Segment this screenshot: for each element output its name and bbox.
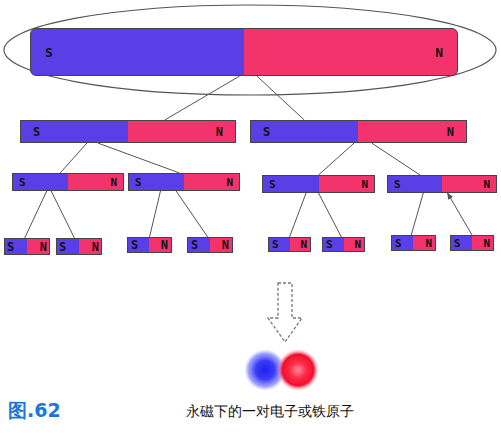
bar-magnet: SN: [12, 173, 124, 191]
down-arrow: [268, 283, 302, 342]
pole-letter: S: [394, 179, 401, 190]
bar-magnet: SN: [387, 175, 497, 193]
split-line: [25, 191, 47, 238]
bar-magnet: SN: [268, 237, 311, 252]
bar-magnet: SN: [20, 120, 236, 143]
pole-letter: N: [354, 239, 361, 250]
split-line: [60, 143, 87, 173]
split-line: [319, 143, 355, 175]
bar-magnet: SN: [56, 238, 102, 255]
bar-magnet: SN: [391, 235, 436, 251]
pole-letter: N: [483, 179, 490, 190]
pole-letter: S: [395, 238, 402, 249]
bar-magnet: SN: [450, 235, 494, 251]
pole-letter: S: [272, 239, 279, 250]
red-particle: [277, 349, 319, 391]
split-line: [98, 143, 180, 173]
bar-magnet: SN: [250, 120, 467, 143]
pole-letter: N: [216, 126, 223, 138]
field-loop: [4, 5, 496, 95]
pole-letter: S: [191, 239, 198, 251]
split-line: [165, 76, 240, 120]
pole-letter: S: [131, 239, 138, 251]
pole-letter: S: [135, 177, 142, 188]
split-line: [150, 191, 161, 237]
pole-letter: S: [454, 238, 461, 249]
pole-letter: N: [425, 238, 432, 249]
pole-letter: N: [222, 239, 229, 251]
pole-letter: S: [59, 241, 66, 253]
pole-letter: N: [92, 241, 99, 253]
pole-letter: S: [33, 126, 40, 138]
pole-letter: S: [269, 179, 276, 190]
bar-magnet: SN: [127, 237, 172, 253]
figure-number: 图.62: [8, 398, 61, 424]
bar-magnet: SN: [262, 175, 375, 193]
pole-letter: N: [300, 239, 307, 250]
pole-letter: N: [435, 46, 443, 59]
split-line: [411, 193, 423, 235]
pole-letter: N: [226, 177, 233, 188]
pole-letter: N: [110, 177, 117, 188]
pole-letter: S: [19, 177, 26, 188]
bar-magnet: SN: [4, 238, 50, 255]
split-line: [448, 193, 473, 235]
split-line: [290, 193, 307, 237]
pole-letter: N: [161, 239, 168, 251]
split-line: [319, 193, 342, 237]
split-line: [257, 76, 304, 120]
bar-magnet: SN: [30, 28, 458, 76]
pole-letter: N: [483, 238, 490, 249]
pole-letter: N: [447, 126, 454, 138]
bar-magnet: SN: [187, 237, 233, 253]
bar-magnet: SN: [322, 237, 365, 252]
pole-letter: S: [326, 239, 333, 250]
figure-caption: 永磁下的一对电子或铁原子: [186, 403, 354, 421]
split-line: [51, 191, 74, 238]
split-line: [372, 143, 420, 175]
pole-letter: S: [45, 46, 53, 59]
pole-letter: S: [263, 126, 270, 138]
pole-letter: N: [40, 241, 47, 253]
pole-letter: S: [7, 241, 14, 253]
bar-magnet: SN: [128, 173, 240, 191]
split-line: [176, 191, 208, 237]
pole-letter: N: [361, 179, 368, 190]
